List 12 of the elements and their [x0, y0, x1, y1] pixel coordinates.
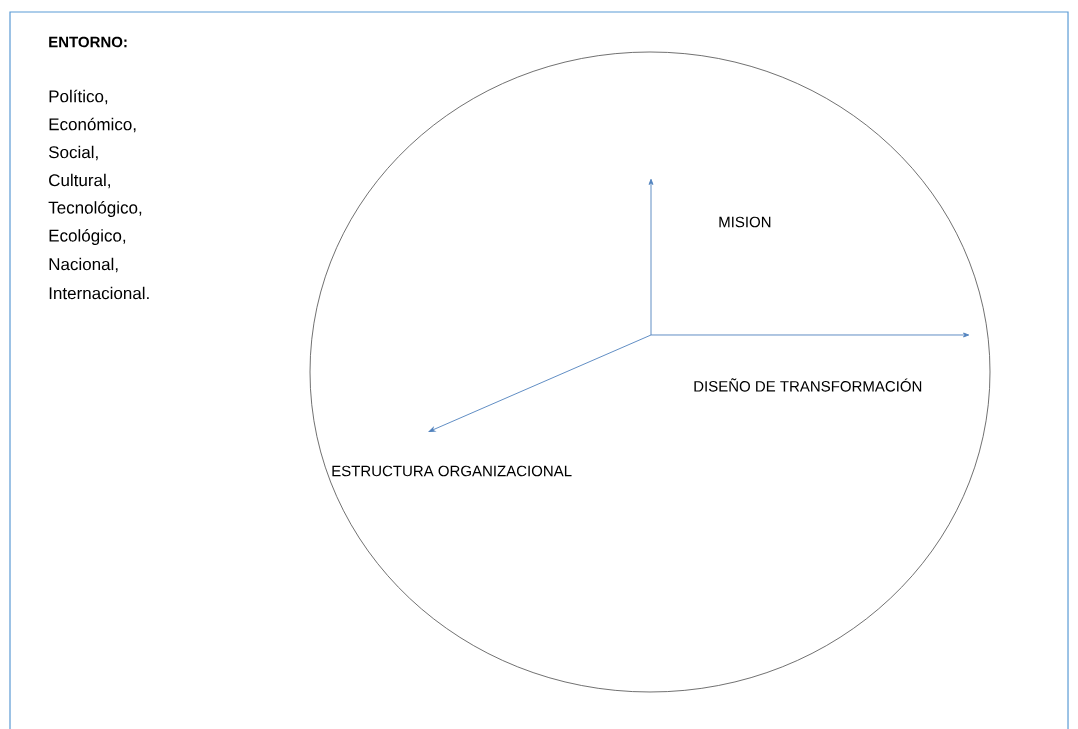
axis-label: DISEÑO DE TRANSFORMACIÓN	[694, 378, 922, 392]
axis-label: ESTRUCTURA ORGANIZACIONAL	[332, 465, 572, 477]
list-item: Social,	[48, 145, 98, 161]
list-item: Económico,	[49, 117, 136, 133]
list-item: Tecnológico,	[48, 201, 142, 217]
list-item: Político,	[49, 89, 108, 105]
list-item: Nacional,	[49, 257, 118, 273]
heading: ENTORNO:	[49, 36, 127, 48]
list-item: Internacional.	[49, 286, 149, 300]
list-item: Cultural,	[49, 173, 110, 189]
axis-label: MISION	[719, 216, 771, 228]
list-item: Ecológico,	[49, 229, 126, 245]
